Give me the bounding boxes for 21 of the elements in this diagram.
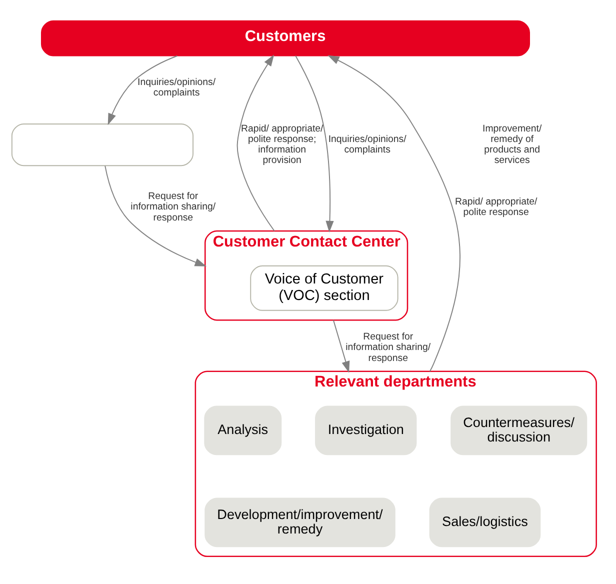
node-box: Countermeasures/ discussion bbox=[450, 405, 588, 455]
edge-label: Inquiries/opinions/ complaints bbox=[138, 76, 216, 98]
arrow bbox=[328, 54, 460, 372]
label: Improvement/ remedy of products and services bbox=[482, 122, 542, 166]
edge-label: Rapid/ appropriate/ polite response bbox=[454, 196, 538, 218]
node-box: Voice of Customer (VOC) section bbox=[250, 264, 398, 310]
arrow bbox=[295, 54, 334, 232]
arrow bbox=[108, 54, 178, 125]
edge-label: Request for information sharing/ response bbox=[346, 330, 431, 364]
edge-label: Inquiries/opinions/ complaints bbox=[328, 133, 406, 156]
node-box: Analysis bbox=[204, 405, 282, 455]
node-box: Customers bbox=[40, 20, 530, 56]
node-box bbox=[11, 123, 194, 166]
node-box: Sales/logistics bbox=[429, 497, 541, 547]
arrow bbox=[236, 54, 275, 231]
edge-label: Request for information sharing/ response bbox=[130, 190, 216, 223]
arrow bbox=[104, 164, 206, 266]
node-box: Development/improvement/ remedy bbox=[204, 497, 396, 547]
node-box: Investigation bbox=[315, 405, 417, 455]
arrow bbox=[332, 319, 350, 372]
edge-label: Rapid/ appropriate/ polite response; information provision bbox=[240, 122, 324, 166]
